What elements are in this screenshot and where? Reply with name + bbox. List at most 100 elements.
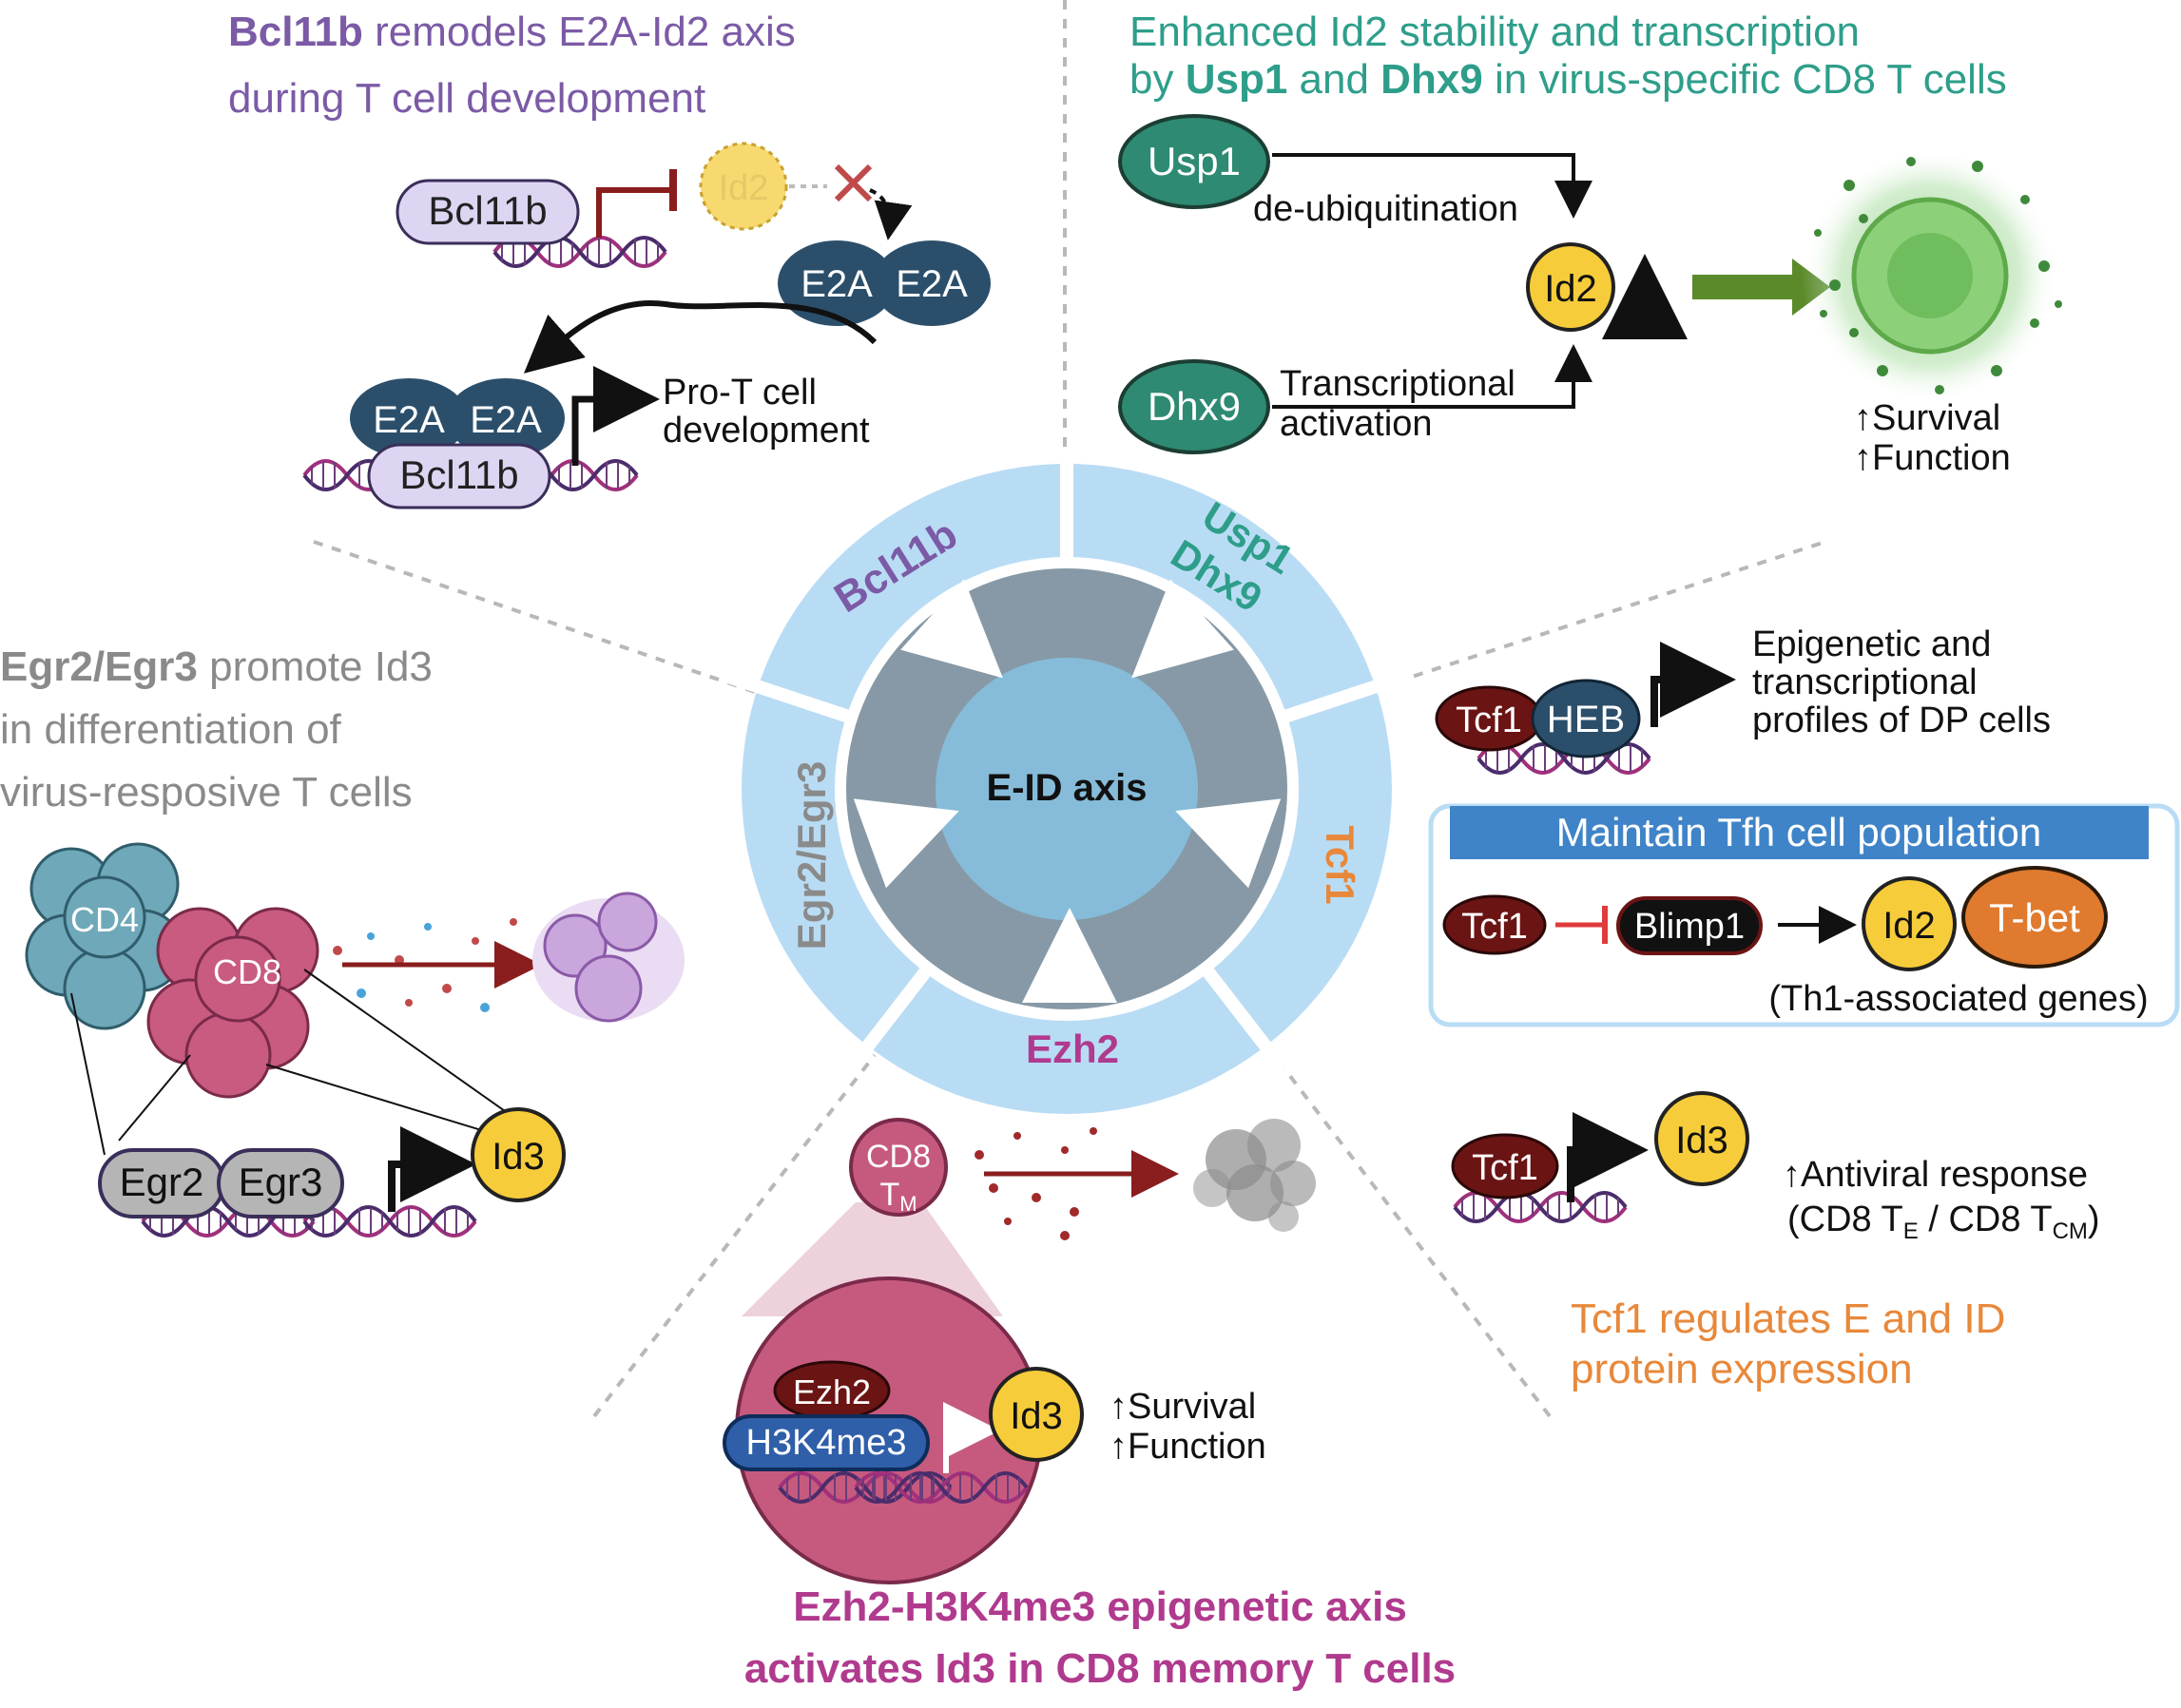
usp1-title-line2: by Usp1 and Dhx9 in virus-specific CD8 T…	[1129, 56, 2007, 103]
e2a-bound-right-label: E2A	[470, 399, 542, 441]
e2a-left	[778, 240, 896, 326]
usp1-node-label: Usp1	[1148, 139, 1241, 183]
usp1-function: ↑Function	[1854, 438, 2011, 478]
tm-label: TM	[879, 1177, 917, 1216]
epi-line2: transcriptional	[1752, 662, 1978, 702]
tcf1-tfh-node	[1442, 894, 1547, 955]
epi-line1: Epigenetic and	[1752, 624, 1991, 664]
bcl11b-protein	[396, 179, 580, 245]
dead-cell-debris-icon	[1193, 1119, 1316, 1232]
tfh-banner-label: Maintain Tfh cell population	[1556, 810, 2042, 854]
transcription-arrow-icon	[943, 1402, 1000, 1473]
panel-tcf1: Tcf1 HEB Epigenetic and transcriptional …	[1428, 624, 2180, 1392]
bcl11b-bound	[367, 443, 551, 509]
egr-title-line3: virus-resposive T cells	[0, 769, 413, 816]
central-ring: E-ID axis Bcl11b Usp1 Dhx9 Tcf1 Ezh2 Egr…	[725, 447, 1408, 1114]
bcl11b-title-line2: during T cell development	[228, 75, 705, 122]
tcf1-lower-node	[1451, 1133, 1559, 1199]
transcription-arrow-icon	[388, 1126, 476, 1212]
ezh2-survival: ↑Survival	[1110, 1387, 1256, 1427]
tcf1-node-label: Tcf1	[1456, 700, 1522, 740]
activated-cell-icon	[1802, 147, 2062, 404]
e2a-left-label: E2A	[801, 263, 873, 305]
e2a-right	[873, 240, 991, 326]
ezh2-function: ↑Function	[1110, 1427, 1266, 1467]
egr3-label: Egr3	[239, 1160, 323, 1204]
bcl11b-title-line1: Bcl11b remodels E2A-Id2 axis	[228, 9, 796, 55]
ezh2-node-label: Ezh2	[793, 1372, 871, 1411]
divider-lines	[313, 0, 1826, 1418]
cytokine-dots-icon	[333, 918, 517, 1012]
panel-usp1-dhx9: Enhanced Id2 stability and transcription…	[1118, 9, 2062, 478]
id3-tcf1-label: Id3	[1675, 1120, 1728, 1161]
id3-ezh2-node	[989, 1367, 1084, 1462]
transcription-arrow-icon	[571, 366, 660, 466]
id3-node	[471, 1107, 566, 1202]
usp1-survival: ↑Survival	[1854, 398, 2000, 438]
tcf1-title-line1: Tcf1 regulates E and ID	[1571, 1295, 2005, 1342]
antiviral-label: ↑Antiviral response	[1783, 1155, 2088, 1195]
panel-egr: Egr2/Egr3 promote Id3 in differentiation…	[0, 643, 685, 1238]
th1-label: (Th1-associated genes)	[1768, 979, 2148, 1019]
dna-icon	[1453, 1191, 1628, 1223]
egr-title-line1: Egr2/Egr3 promote Id3	[0, 643, 433, 690]
usp1-node	[1118, 114, 1270, 209]
bcl11b-protein-label: Bcl11b	[428, 188, 547, 233]
tcf1-lower-label: Tcf1	[1472, 1148, 1538, 1188]
e2a-bound-right	[447, 378, 565, 458]
ezh2-title-line2: activates Id3 in CD8 memory T cells	[744, 1645, 1456, 1692]
panel-bcl11b: Bcl11b remodels E2A-Id2 axis during T ce…	[228, 9, 991, 509]
e2a-bound-left	[350, 378, 468, 458]
dhx9-node	[1118, 359, 1270, 454]
ring-label-tcf1: Tcf1	[1318, 825, 1362, 904]
center-label: E-ID axis	[987, 767, 1148, 809]
egr-title-line2: in differentiation of	[0, 706, 342, 753]
tfh-banner	[1450, 806, 2149, 859]
e2a-bound-left-label: E2A	[373, 399, 445, 441]
tcf1-tfh-label: Tcf1	[1461, 907, 1528, 947]
cd8-te-tcm-label: (CD8 TE / CD8 TCM)	[1787, 1199, 2100, 1244]
id2-tfh-node	[1862, 876, 1957, 971]
ring-label-ezh2: Ezh2	[1026, 1027, 1119, 1071]
bcl11b-bound-label: Bcl11b	[399, 452, 518, 497]
h3k4me3-node	[723, 1414, 930, 1471]
id2-faded	[699, 142, 788, 231]
blimp1-node	[1616, 896, 1763, 955]
id2-node-label: Id2	[1544, 268, 1597, 310]
egr2-label: Egr2	[120, 1160, 204, 1204]
deubiq-label: de-ubiquitination	[1253, 189, 1518, 229]
dhx9-node-label: Dhx9	[1148, 384, 1241, 429]
ezh2-title-line1: Ezh2-H3K4me3 epigenetic axis	[793, 1583, 1407, 1630]
cd8-tm-label: CD8	[866, 1139, 931, 1175]
pro-t-line1: Pro-T cell	[663, 373, 817, 413]
cd8-label: CD8	[213, 952, 281, 991]
cd4-label: CD4	[70, 900, 139, 939]
heb-node	[1531, 679, 1641, 758]
id3-tcf1-node	[1654, 1091, 1749, 1186]
id2-tfh-label: Id2	[1882, 905, 1936, 947]
egr3-protein	[217, 1148, 344, 1219]
activation-label: activation	[1280, 404, 1433, 444]
h3k4me3-label: H3K4me3	[746, 1423, 907, 1463]
id3-label: Id3	[492, 1136, 545, 1178]
e2a-right-label: E2A	[896, 263, 968, 305]
transcriptional-label: Transcriptional	[1280, 364, 1515, 404]
tcf1-title-line2: protein expression	[1571, 1346, 1913, 1392]
heb-node-label: HEB	[1547, 699, 1625, 740]
virus-infected-cell-icon	[532, 892, 685, 1023]
blimp1-label: Blimp1	[1634, 907, 1745, 947]
transcription-arrow-icon	[1567, 1112, 1649, 1202]
tbet-label: T-bet	[1989, 895, 2080, 940]
transcription-arrow-icon	[1650, 642, 1736, 727]
panel-ezh2: CD8 TM Ezh2 H3K4me3 Id3 ↑Survival ↑Funct…	[723, 1118, 1456, 1692]
tbet-node	[1961, 866, 2108, 969]
cd8-tm-cell	[849, 1118, 948, 1217]
id2-faded-label: Id2	[719, 168, 769, 208]
epi-line3: profiles of DP cells	[1752, 700, 2051, 740]
cytokine-dots-icon	[975, 1127, 1097, 1240]
cd8-cell-cluster-icon	[146, 907, 319, 1099]
pro-t-line2: development	[663, 411, 870, 451]
ring-label-egr: Egr2/Egr3	[789, 761, 834, 950]
